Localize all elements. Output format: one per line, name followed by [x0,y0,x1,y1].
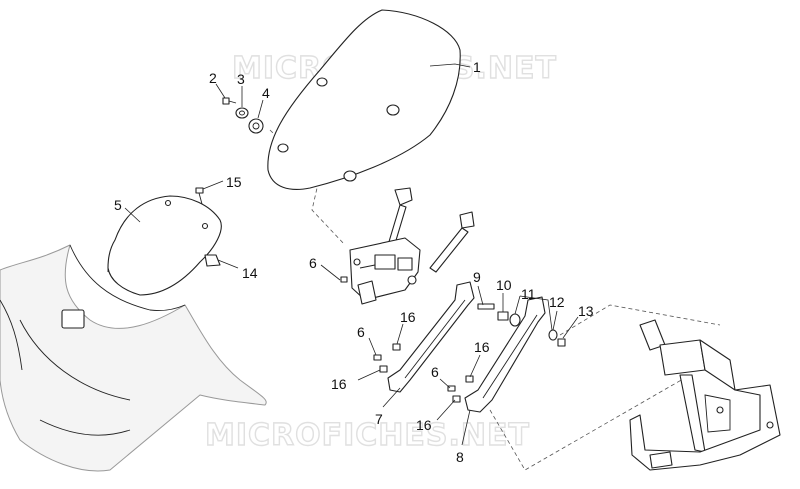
screen-adjuster-mechanism [349,187,475,305]
callout-14: 14 [242,265,258,281]
callout-12: 12 [549,294,565,310]
callout-15: 15 [226,174,242,190]
bolt-6-left [373,354,382,361]
callout-13: 13 [578,303,594,319]
callout-16-right-lower: 16 [416,417,432,433]
callout-7: 7 [375,411,383,427]
cover-screw-15 [195,187,204,205]
callout-8: 8 [456,449,464,465]
bolt-16-left-lower [379,365,388,373]
grommet-4 [248,118,264,134]
callout-16-left-lower: 16 [331,376,347,392]
callout-11: 11 [521,286,536,302]
callout-labels: 1 2 3 4 5 6 6 6 7 8 9 10 11 12 13 14 15 … [114,59,594,465]
bracket-7 [387,281,475,393]
bolt-6-upper [340,276,348,283]
spacer-10 [497,311,509,321]
nut-13 [557,338,566,347]
bush-11 [509,313,521,327]
washer-3 [235,107,249,119]
callout-16-left-upper: 16 [400,309,416,325]
instrument-cover [107,195,222,296]
screen-screw-2 [222,97,237,105]
windscreen [267,9,461,190]
callout-6-left: 6 [357,324,365,340]
watermark-bottom: MICROFICHES.NET [205,418,530,453]
callout-9: 9 [473,269,481,285]
callout-1: 1 [473,59,481,75]
bolt-16-left-upper [392,343,401,351]
callout-6-upper: 6 [309,255,317,271]
callout-5: 5 [114,197,122,213]
pin-9 [477,303,495,310]
front-fairing [0,244,267,472]
callout-4: 4 [262,85,270,101]
bolt-6-right [447,385,456,392]
callout-10: 10 [496,277,512,293]
bolt-16-right-upper [465,375,474,383]
bracket-8 [464,296,546,413]
callout-16-right-upper: 16 [474,339,490,355]
leader-lines [124,63,579,446]
callout-2: 2 [209,70,217,86]
callout-3: 3 [237,71,245,87]
front-frame-bracket [629,319,781,471]
callout-6-right: 6 [431,364,439,380]
clip-14 [204,254,221,267]
bolt-16-right-lower [452,395,461,403]
washer-12 [548,329,558,341]
